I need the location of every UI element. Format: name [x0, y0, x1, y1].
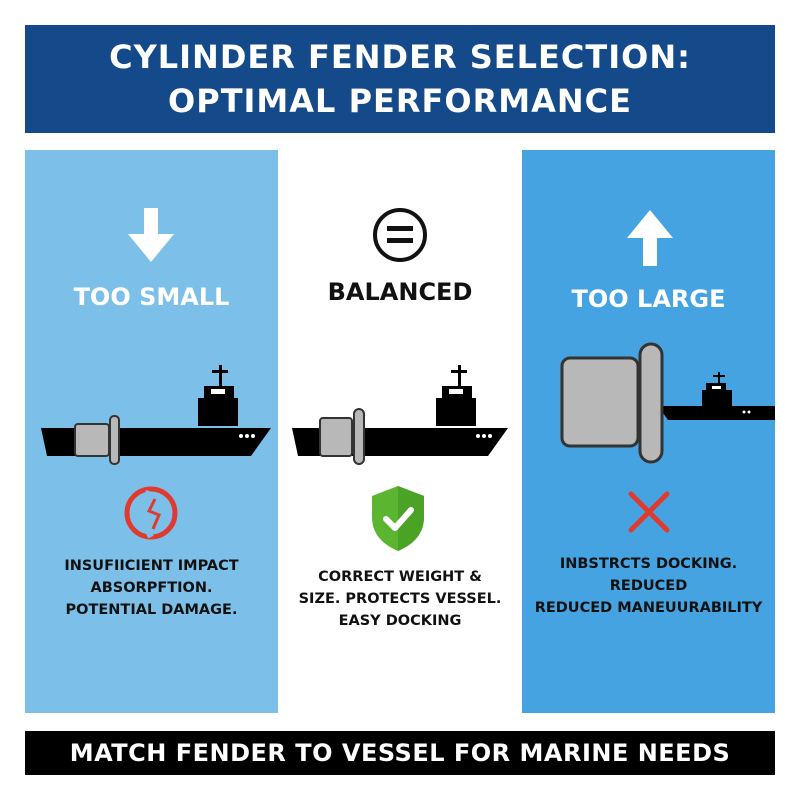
broken-heart-warning-icon [124, 486, 178, 540]
description-balanced: CORRECT WEIGHT & SIZE. PROTECTS VESSEL. … [278, 566, 522, 632]
down-arrow-icon [128, 208, 174, 262]
description-too-large: INBSTRCTS DOCKING. REDUCED REDUCED MANEU… [522, 553, 775, 619]
equals-circle-icon [373, 208, 427, 262]
panel-too-large: TOO LARGE INBSTRCTS DOCKING. REDUCED RED… [522, 150, 775, 713]
description-line: INSUFIICIENT IMPACT [64, 558, 239, 574]
page-title-line-2: OPTIMAL PERFORMANCE [168, 82, 632, 120]
description-line: SIZE. PROTECTS VESSEL. [298, 591, 502, 607]
description-line: EASY DOCKING [338, 613, 462, 629]
panel-title-too-small: TOO SMALL [73, 283, 230, 311]
description-too-small: INSUFIICIENT IMPACT ABSORPFTION. POTENTI… [25, 555, 278, 621]
page-title-line-1: CYLINDER FENDER SELECTION: [109, 38, 691, 76]
description-line: POTENTIAL DAMAGE. [65, 602, 238, 618]
description-line: REDUCED [609, 578, 688, 594]
footer-text: MATCH FENDER TO VESSEL FOR MARINE NEEDS [69, 739, 731, 767]
ship-with-balanced-fender [292, 365, 508, 465]
panel-title-too-large: TOO LARGE [571, 285, 726, 313]
ship-with-large-fender [560, 342, 775, 464]
panel-title-balanced: BALANCED [327, 278, 473, 306]
footer-banner: MATCH FENDER TO VESSEL FOR MARINE NEEDS [25, 731, 775, 775]
up-arrow-icon [627, 210, 673, 266]
shield-check-icon [372, 486, 424, 551]
description-line: INBSTRCTS DOCKING. [559, 556, 738, 572]
panel-balanced: BALANCED CORRECT WEIGHT & SIZE. PROTECTS… [278, 150, 522, 713]
header-banner: CYLINDER FENDER SELECTION: OPTIMAL PERFO… [25, 25, 775, 133]
red-x-icon [628, 491, 670, 533]
panel-too-small: TOO SMALL INSUFIICIENT IMPACT ABSORPFTIO… [25, 150, 278, 713]
description-line: CORRECT WEIGHT & [318, 569, 482, 585]
description-line: REDUCED MANEUURABILITY [534, 600, 763, 616]
ship-with-small-fender [41, 365, 271, 465]
description-line: ABSORPFTION. [90, 580, 213, 596]
